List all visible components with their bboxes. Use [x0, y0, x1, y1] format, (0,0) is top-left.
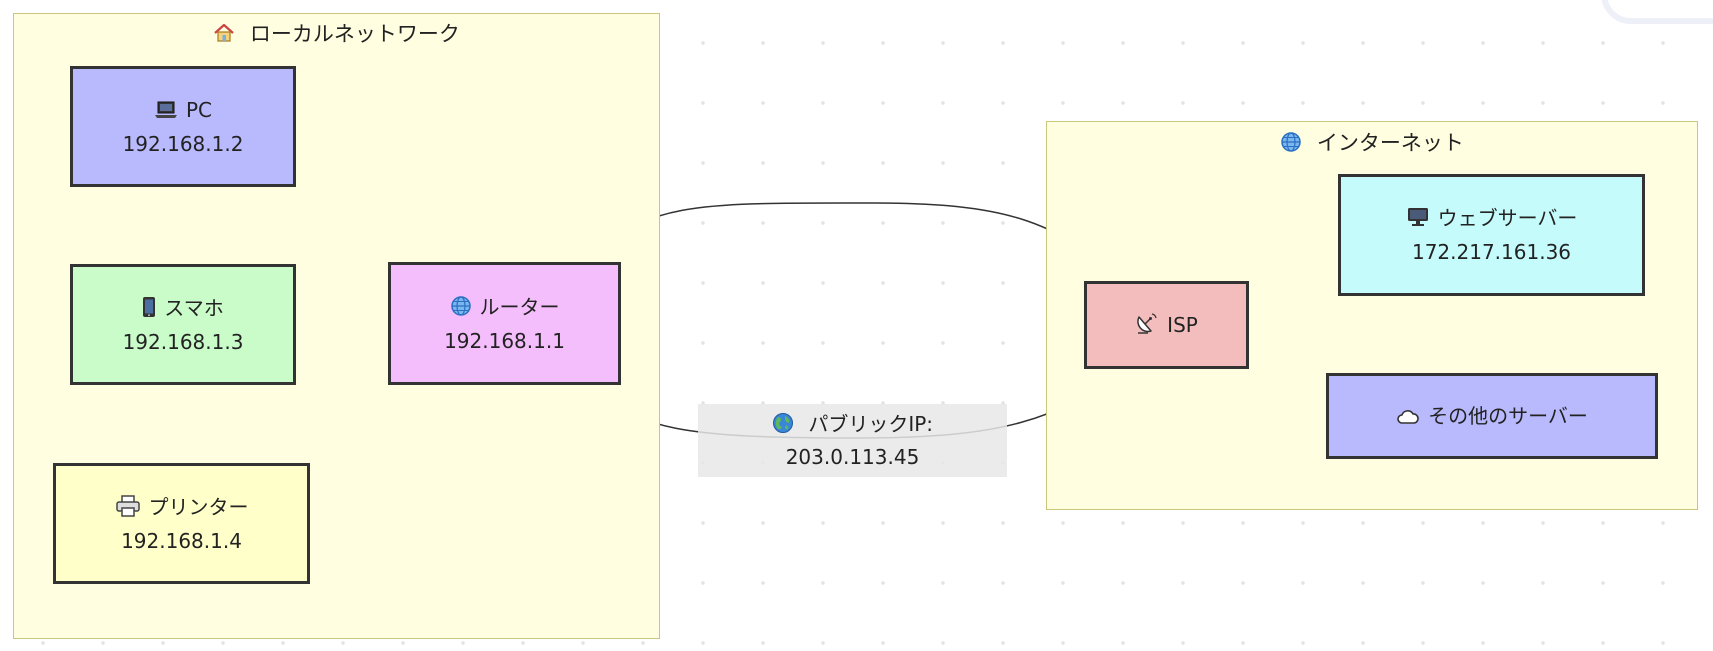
internet-title: インターネット: [1047, 127, 1697, 157]
earth-globe-icon: [772, 412, 800, 436]
globe-icon: [450, 290, 472, 324]
smartphone-ip: 192.168.1.3: [122, 329, 244, 354]
smartphone-icon: [142, 291, 156, 325]
smartphone-node[interactable]: スマホ 192.168.1.3: [70, 264, 296, 385]
isp-node[interactable]: ISP: [1084, 281, 1249, 369]
printer-ip: 192.168.1.4: [121, 528, 242, 553]
public-ip-label-title: パブリックIP:: [808, 411, 934, 436]
public-ip-address: 203.0.113.45: [785, 444, 920, 469]
router-ip: 192.168.1.1: [444, 328, 565, 353]
laptop-icon: [154, 93, 178, 127]
smartphone-label: スマホ: [164, 295, 224, 320]
house-icon: [213, 22, 242, 46]
printer-label: プリンター: [148, 494, 249, 519]
local-network-title-text: ローカルネットワーク: [249, 22, 460, 46]
router-node[interactable]: ルーター 192.168.1.1: [388, 262, 621, 385]
edge-router-isp-top: [581, 202, 1119, 282]
cloud-icon: [1396, 399, 1420, 433]
router-label: ルーター: [479, 294, 560, 319]
isp-label: ISP: [1167, 313, 1198, 337]
internet-title-text: インターネット: [1316, 131, 1464, 155]
other-servers-node[interactable]: その他のサーバー: [1326, 373, 1658, 459]
pc-label: PC: [185, 97, 213, 122]
pc-node[interactable]: PC 192.168.1.2: [70, 66, 296, 187]
public-ip-label: パブリックIP: 203.0.113.45: [698, 404, 1007, 477]
globe-icon: [1280, 131, 1309, 155]
pc-ip: 192.168.1.2: [122, 131, 244, 156]
satellite-dish-icon: [1135, 308, 1159, 342]
web-server-node[interactable]: ウェブサーバー 172.217.161.36: [1338, 174, 1645, 296]
web-server-ip: 172.217.161.36: [1411, 240, 1572, 264]
web-server-label: ウェブサーバー: [1437, 206, 1578, 230]
monitor-icon: [1406, 201, 1430, 235]
local-network-title: ローカルネットワーク: [14, 18, 659, 48]
printer-node[interactable]: プリンター 192.168.1.4: [53, 463, 310, 584]
other-servers-label: その他のサーバー: [1428, 404, 1588, 428]
printer-icon: [115, 490, 141, 524]
